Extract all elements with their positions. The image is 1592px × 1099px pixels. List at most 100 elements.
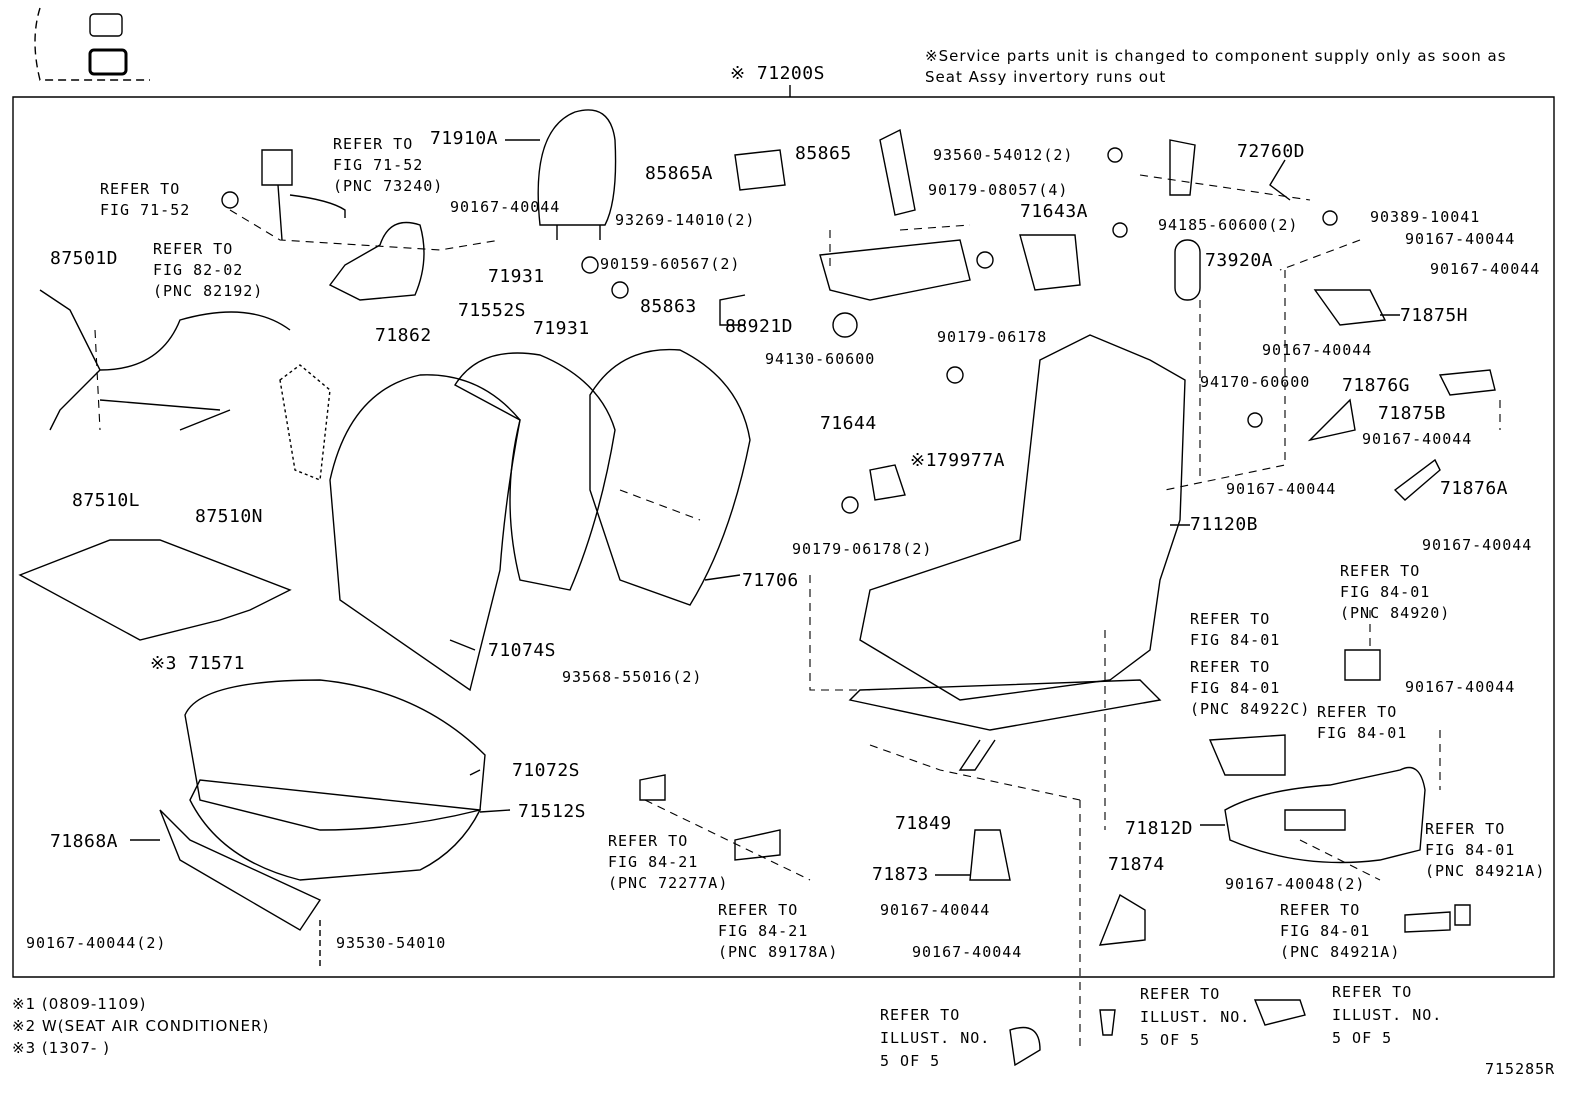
part-90167-r6[interactable]: 90167-40044 bbox=[1422, 536, 1533, 554]
part-90389[interactable]: 90389-10041 bbox=[1370, 208, 1481, 226]
part-71706[interactable]: 71706 bbox=[742, 570, 799, 591]
ref-11-line-b[interactable]: FIG 84-01 bbox=[1280, 922, 1371, 940]
ref-11-line-c[interactable]: (PNC 84921A) bbox=[1280, 943, 1401, 961]
ref-14-line-c[interactable]: 5 OF 5 bbox=[1332, 1029, 1393, 1047]
ref-3-line-c[interactable]: (PNC 82192) bbox=[153, 282, 264, 300]
ref-5-line-b[interactable]: FIG 84-01 bbox=[1190, 631, 1281, 649]
ref-4-line-c[interactable]: (PNC 84920) bbox=[1340, 604, 1451, 622]
ref-6-line-b[interactable]: FIG 84-01 bbox=[1190, 679, 1281, 697]
ref-6-line-c[interactable]: (PNC 84922C) bbox=[1190, 700, 1311, 718]
part-71849[interactable]: 71849 bbox=[895, 813, 952, 834]
seat-position-icon bbox=[35, 8, 150, 80]
ref-2-line-a[interactable]: REFER TO bbox=[100, 180, 181, 198]
ref-4-line-b[interactable]: FIG 84-01 bbox=[1340, 583, 1431, 601]
figure-id: 715285R bbox=[1485, 1060, 1556, 1078]
part-90167-r1[interactable]: 90167-40044 bbox=[1405, 230, 1516, 248]
ref-6-line-a[interactable]: REFER TO bbox=[1190, 658, 1271, 676]
part-90167-b1[interactable]: 90167-40044 bbox=[880, 901, 991, 919]
seatback-cover bbox=[330, 375, 520, 690]
part-93530[interactable]: 93530-54010 bbox=[336, 934, 447, 952]
part-71862[interactable]: 71862 bbox=[375, 325, 432, 346]
part-90167-r2[interactable]: 90167-40044 bbox=[1430, 260, 1541, 278]
part-71644[interactable]: 71644 bbox=[820, 413, 877, 434]
part-71931-b[interactable]: 71931 bbox=[533, 318, 590, 339]
part-71910A[interactable]: 71910A bbox=[430, 128, 499, 149]
part-88921D[interactable]: 88921D bbox=[725, 316, 794, 337]
part-71074S[interactable]: 71074S bbox=[488, 640, 557, 661]
ref-14-line-a[interactable]: REFER TO bbox=[1332, 983, 1413, 1001]
ref-12-line-b[interactable]: ILLUST. NO. bbox=[880, 1029, 991, 1047]
part-85865A[interactable]: 85865A bbox=[645, 163, 714, 184]
part-71931-a[interactable]: 71931 bbox=[488, 266, 545, 287]
ref-8-line-a[interactable]: REFER TO bbox=[608, 832, 689, 850]
part-85865[interactable]: 85865 bbox=[795, 143, 852, 164]
part-90167-40048[interactable]: 90167-40048(2) bbox=[1225, 875, 1366, 893]
part-71874[interactable]: 71874 bbox=[1108, 854, 1165, 875]
part-93568[interactable]: 93568-55016(2) bbox=[562, 668, 703, 686]
part-71876G[interactable]: 71876G bbox=[1342, 375, 1411, 396]
ref-9-line-b[interactable]: FIG 84-21 bbox=[718, 922, 809, 940]
ref-8-line-b[interactable]: FIG 84-21 bbox=[608, 853, 699, 871]
part-71643A[interactable]: 71643A bbox=[1020, 201, 1089, 222]
part-71072S[interactable]: 71072S bbox=[512, 760, 581, 781]
ref-2-line-b[interactable]: FIG 71-52 bbox=[100, 201, 191, 219]
ref-5-line-a[interactable]: REFER TO bbox=[1190, 610, 1271, 628]
part-72760D[interactable]: 72760D bbox=[1237, 141, 1306, 162]
part-71876A[interactable]: 71876A bbox=[1440, 478, 1509, 499]
ref-3-line-a[interactable]: REFER TO bbox=[153, 240, 234, 258]
part-94130[interactable]: 94130-60600 bbox=[765, 350, 876, 368]
part-71812D[interactable]: 71812D bbox=[1125, 818, 1194, 839]
ref-10-line-c[interactable]: (PNC 84921A) bbox=[1425, 862, 1546, 880]
part-90179-06178[interactable]: 90179-06178 bbox=[937, 328, 1048, 346]
part-79977A[interactable]: ※179977A bbox=[910, 450, 1005, 471]
ref-3-line-b[interactable]: FIG 82-02 bbox=[153, 261, 244, 279]
part-90179-08057[interactable]: 90179-08057(4) bbox=[928, 181, 1069, 199]
part-90159[interactable]: 90159-60567(2) bbox=[600, 255, 741, 273]
ref-12-line-c[interactable]: 5 OF 5 bbox=[880, 1052, 941, 1070]
ref-13-line-b[interactable]: ILLUST. NO. bbox=[1140, 1008, 1251, 1026]
part-71512S[interactable]: 71512S bbox=[518, 801, 587, 822]
part-90167-b3[interactable]: 90167-40044(2) bbox=[26, 934, 167, 952]
ref-9-line-c[interactable]: (PNC 89178A) bbox=[718, 943, 839, 961]
part-90167-r7[interactable]: 90167-40044 bbox=[1405, 678, 1516, 696]
ref-1-line-b[interactable]: FIG 71-52 bbox=[333, 156, 424, 174]
ref-12-line-a[interactable]: REFER TO bbox=[880, 1006, 961, 1024]
ref-10-line-b[interactable]: FIG 84-01 bbox=[1425, 841, 1516, 859]
ref-4-line-a[interactable]: REFER TO bbox=[1340, 562, 1421, 580]
part-71571[interactable]: ※3 71571 bbox=[150, 653, 245, 674]
part-71120B[interactable]: 71120B bbox=[1190, 514, 1259, 535]
part-71868A[interactable]: 71868A bbox=[50, 831, 119, 852]
ref-7-line-b[interactable]: FIG 84-01 bbox=[1317, 724, 1408, 742]
part-71873[interactable]: 71873 bbox=[872, 864, 929, 885]
ref-1-line-c[interactable]: (PNC 73240) bbox=[333, 177, 444, 195]
ref-8-line-c[interactable]: (PNC 72277A) bbox=[608, 874, 729, 892]
part-93269[interactable]: 93269-14010(2) bbox=[615, 211, 756, 229]
part-85863[interactable]: 85863 bbox=[640, 296, 697, 317]
part-71875H[interactable]: 71875H bbox=[1400, 305, 1469, 326]
part-87510L[interactable]: 87510L bbox=[72, 490, 141, 511]
part-87510N[interactable]: 87510N bbox=[195, 506, 264, 527]
part-90167-top[interactable]: 90167-40044 bbox=[450, 198, 561, 216]
part-93560[interactable]: 93560-54012(2) bbox=[933, 146, 1074, 164]
ref-13-line-c[interactable]: 5 OF 5 bbox=[1140, 1031, 1201, 1049]
part-90179-06178-2[interactable]: 90179-06178(2) bbox=[792, 540, 933, 558]
part-90167-b2[interactable]: 90167-40044 bbox=[912, 943, 1023, 961]
ref-9-line-a[interactable]: REFER TO bbox=[718, 901, 799, 919]
ref-1-line-a[interactable]: REFER TO bbox=[333, 135, 414, 153]
part-71552S[interactable]: 71552S bbox=[458, 300, 527, 321]
ref-14-line-b[interactable]: ILLUST. NO. bbox=[1332, 1006, 1443, 1024]
part-73920A[interactable]: 73920A bbox=[1205, 250, 1274, 271]
part-71875B[interactable]: 71875B bbox=[1378, 403, 1447, 424]
ref-13-line-a[interactable]: REFER TO bbox=[1140, 985, 1221, 1003]
part-90167-r5[interactable]: 90167-40044 bbox=[1226, 480, 1337, 498]
part-90167-r3[interactable]: 90167-40044 bbox=[1262, 341, 1373, 359]
part-94170[interactable]: 94170-60600 bbox=[1200, 373, 1311, 391]
part-87501D[interactable]: 87501D bbox=[50, 248, 119, 269]
part-90167-r4[interactable]: 90167-40044 bbox=[1362, 430, 1473, 448]
ref-10-line-a[interactable]: REFER TO bbox=[1425, 820, 1506, 838]
top-assembly-number: ※ 71200S bbox=[730, 63, 825, 84]
seat-cushion bbox=[185, 680, 485, 830]
ref-11-line-a[interactable]: REFER TO bbox=[1280, 901, 1361, 919]
part-94185[interactable]: 94185-60600(2) bbox=[1158, 216, 1299, 234]
ref-7-line-a[interactable]: REFER TO bbox=[1317, 703, 1398, 721]
